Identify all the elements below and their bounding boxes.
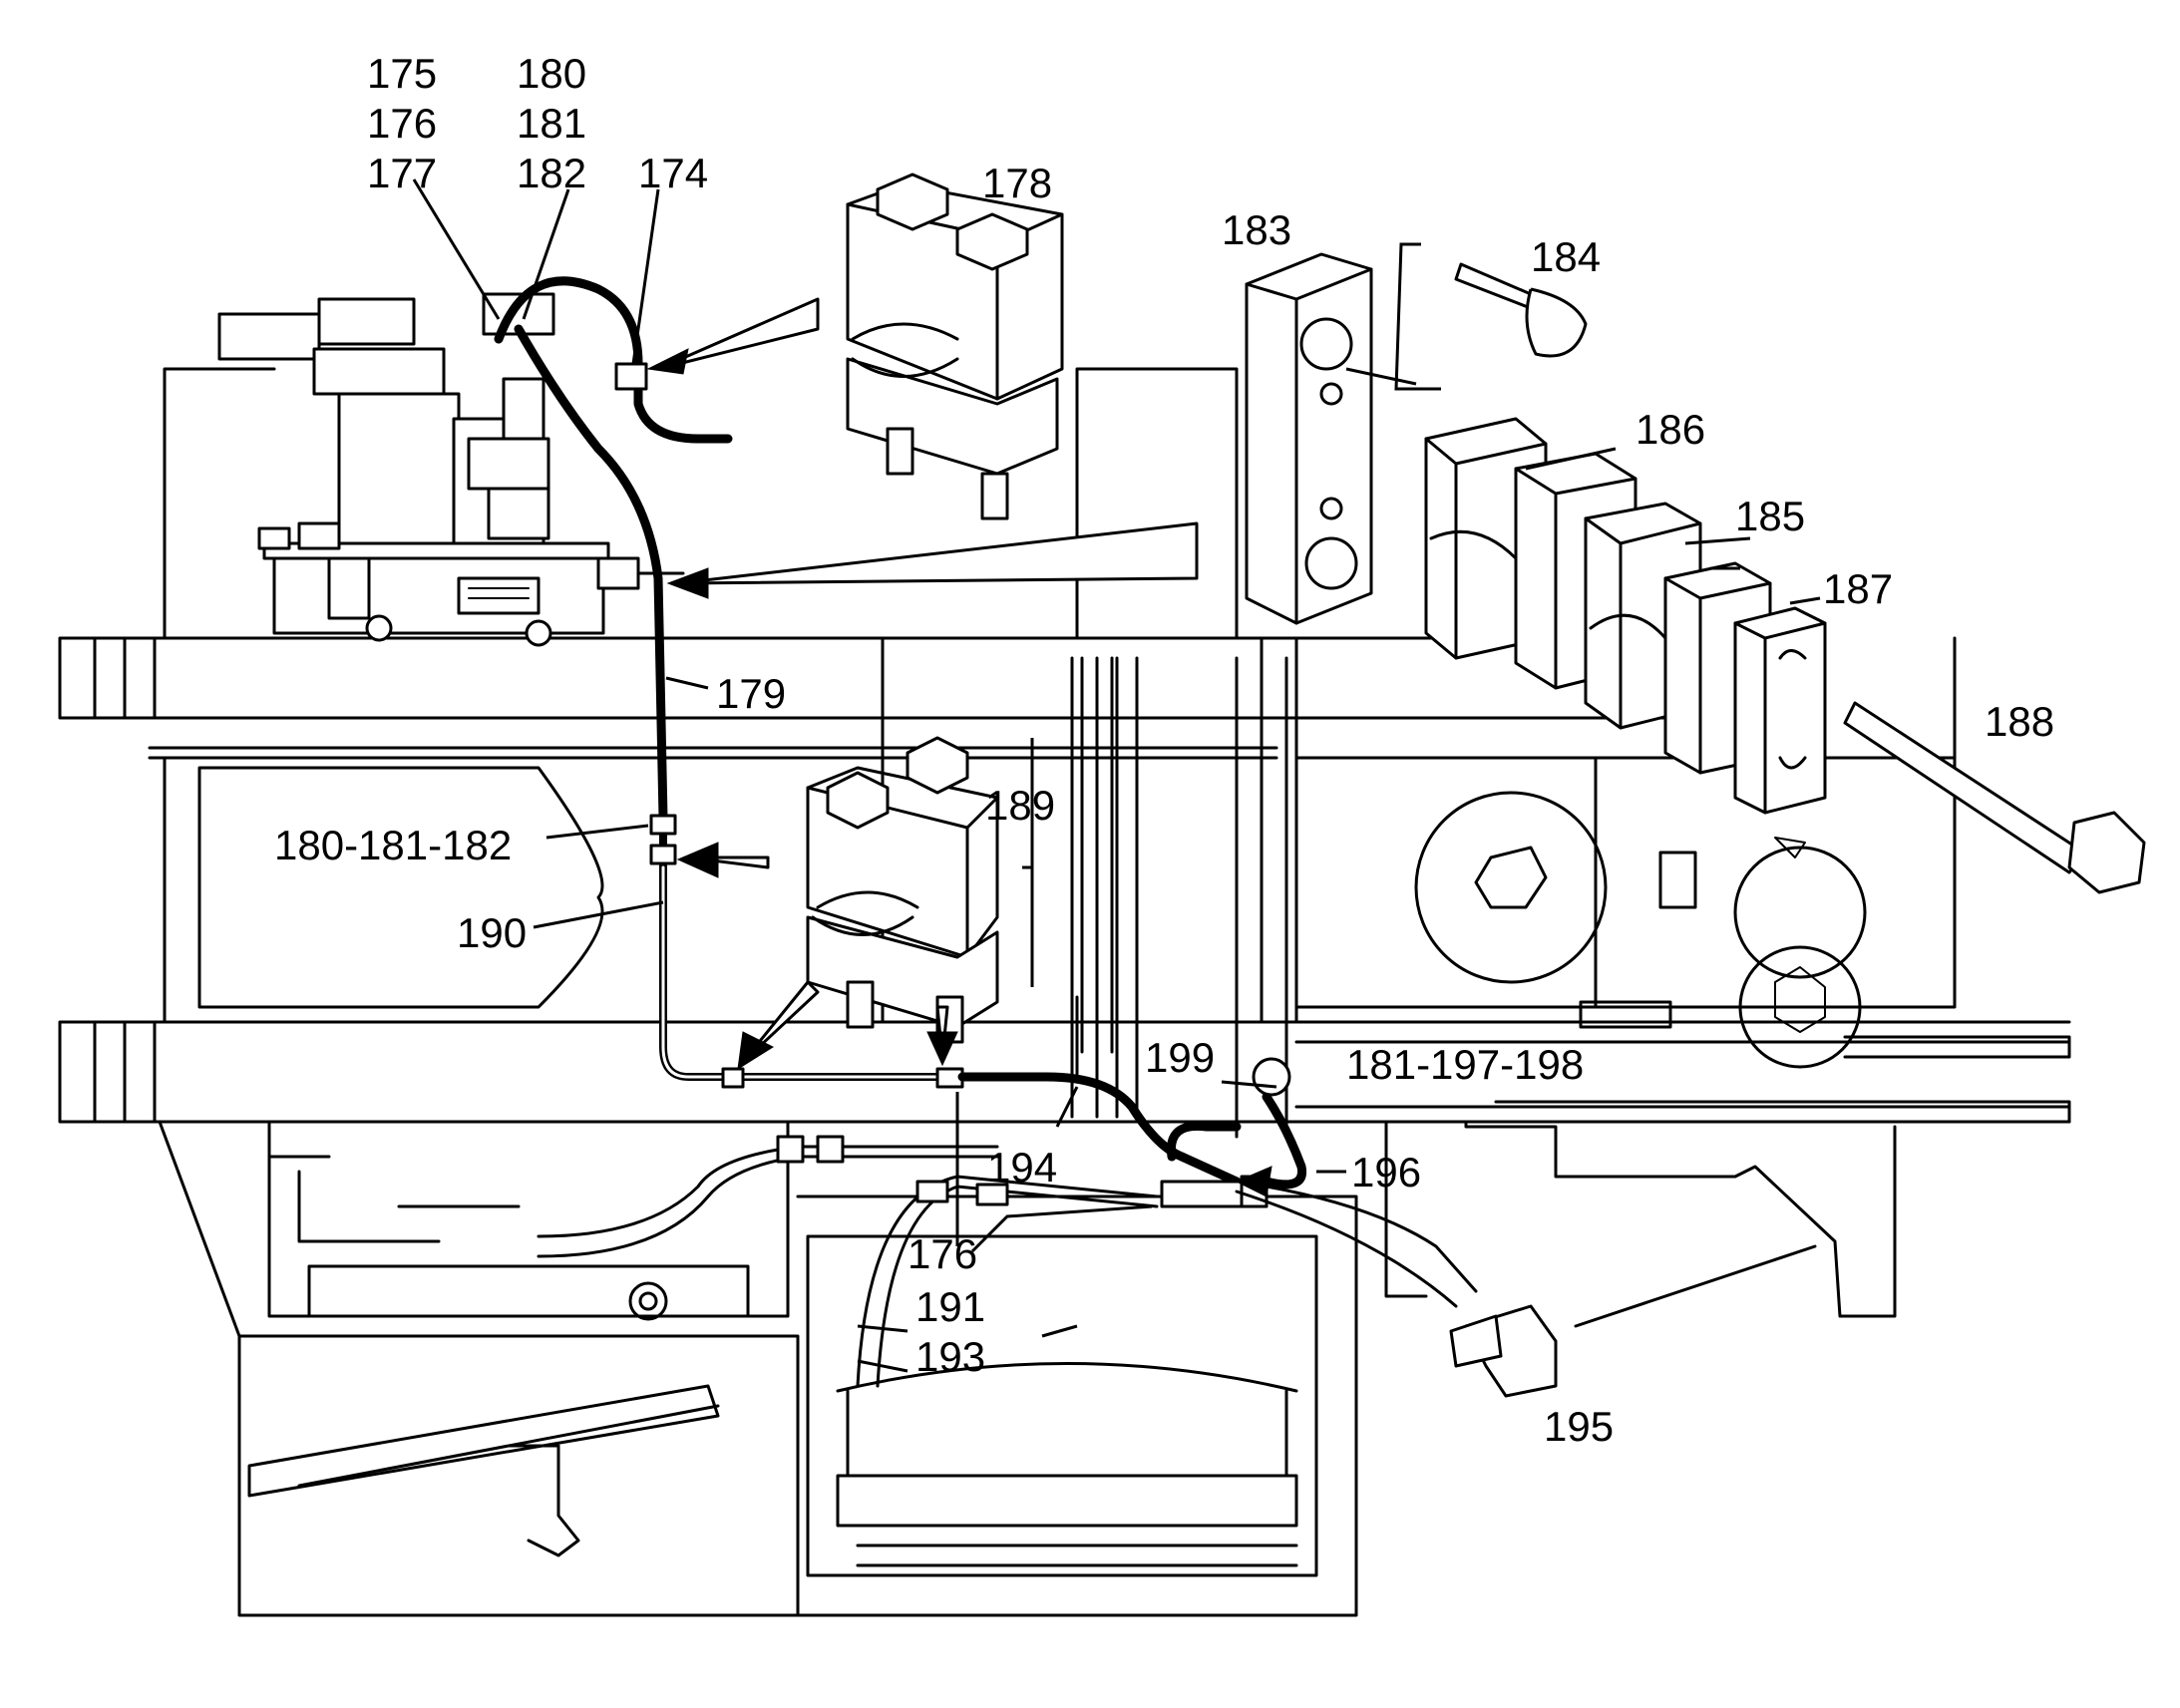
callout-194: 194 (987, 1144, 1057, 1191)
elbow-fitting-195 (1449, 1304, 1558, 1398)
callout-188: 188 (1985, 698, 2054, 745)
screw-184 (1454, 262, 1588, 358)
callout-185: 185 (1735, 493, 1805, 539)
clamp-stack-185-187 (1424, 417, 1827, 815)
bolt-188 (1843, 701, 2146, 894)
clamp-block-178 (846, 172, 1064, 520)
callout-180-181-182: 180-181-182 (274, 822, 512, 868)
callout-189: 189 (985, 782, 1055, 829)
callout-174: 174 (638, 150, 708, 196)
callout-186: 186 (1635, 406, 1705, 453)
callout-175: 175 (367, 50, 437, 97)
clamp-block-189 (806, 736, 999, 1044)
callout-177: 177 (367, 150, 437, 196)
callout-181: 181 (517, 100, 586, 147)
callout-195: 195 (1544, 1403, 1614, 1450)
callout-178: 178 (982, 160, 1052, 206)
callout-176-lower: 176 (908, 1230, 977, 1277)
valve-bar-183 (1245, 252, 1373, 625)
callout-183: 183 (1222, 206, 1291, 253)
callout-184: 184 (1531, 233, 1601, 280)
callout-181-197-198: 181-197-198 (1346, 1041, 1584, 1088)
callout-193: 193 (915, 1333, 985, 1380)
hoses-lower (537, 1057, 1478, 1388)
callout-176: 176 (367, 100, 437, 147)
leader-lines (412, 178, 1821, 1373)
pointer-arrows (646, 297, 1272, 1197)
callout-187: 187 (1823, 565, 1893, 612)
callout-190: 190 (457, 909, 527, 956)
callout-196: 196 (1351, 1149, 1421, 1196)
callout-182: 182 (517, 150, 586, 196)
valve-head-assembly (217, 292, 685, 647)
callout-191: 191 (915, 1283, 985, 1330)
machine-frame (58, 367, 2071, 1617)
callout-199: 199 (1145, 1034, 1215, 1081)
callout-180: 180 (517, 50, 586, 97)
callout-179: 179 (716, 670, 786, 717)
callout-labels: 175 176 177 180 181 182 174 178 183 184 … (274, 50, 2054, 1450)
